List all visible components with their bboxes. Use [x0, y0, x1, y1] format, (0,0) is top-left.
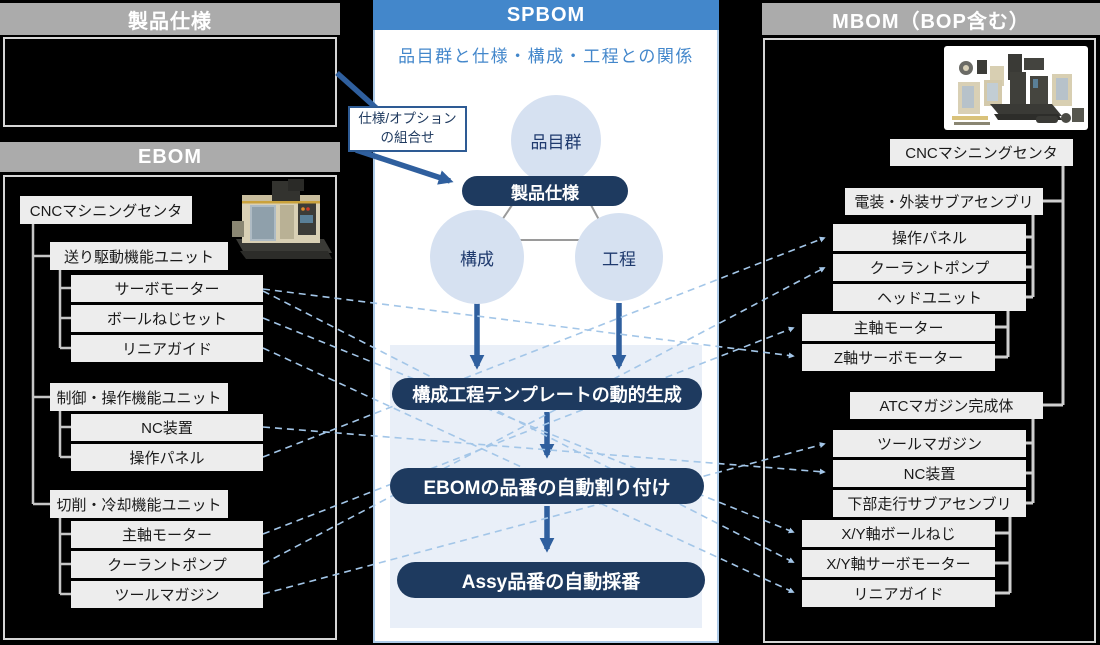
ebom-node-unit: 制御・操作機能ユニット	[50, 383, 228, 411]
process-node: 工程	[575, 213, 663, 301]
ebom-node-unit: 切削・冷却機能ユニット	[50, 490, 228, 518]
ebom-node-part: ツールマガジン	[71, 581, 263, 608]
mbom-node-part: ヘッドユニット	[833, 284, 1026, 311]
ebom-node-part: 操作パネル	[71, 444, 263, 471]
mbom-node-part: 主軸モーター	[802, 314, 995, 341]
step-dynamic-template-generation: 構成工程テンプレートの動的生成	[392, 378, 702, 410]
mbom-header: MBOM（BOP含む）	[762, 3, 1100, 35]
step-assy-part-numbering: Assy品番の自動採番	[397, 562, 705, 598]
callout-line-2: の組合せ	[380, 130, 435, 145]
ebom-header: EBOM	[0, 142, 340, 172]
ebom-node-root: CNCマシニングセンタ	[20, 196, 192, 224]
mbom-node-part: X/Y軸ボールねじ	[802, 520, 995, 547]
callout-line-1: 仕様/オプション	[358, 111, 457, 127]
ebom-node-unit: 送り駆動機能ユニット	[50, 242, 228, 270]
mbom-node-part: X/Y軸サーボモーター	[802, 550, 995, 577]
step-ebom-part-number-assignment: EBOMの品番の自動割り付け	[390, 468, 704, 504]
mbom-node-part: クーラントポンプ	[833, 254, 1026, 281]
mbom-node-assembly: 電装・外装サブアセンブリ	[845, 188, 1043, 215]
product-spec-content-panel	[3, 37, 337, 127]
mbom-node-part: リニアガイド	[802, 580, 995, 607]
mbom-node-assembly: ATCマガジン完成体	[850, 392, 1043, 419]
ebom-node-part: 主軸モーター	[71, 521, 263, 548]
ebom-node-part: クーラントポンプ	[71, 551, 263, 578]
mbom-node-part: Z軸サーボモーター	[802, 344, 995, 371]
mbom-node-root: CNCマシニングセンタ	[890, 139, 1073, 166]
product-spec-header: 製品仕様	[0, 3, 340, 35]
ebom-node-part: NC装置	[71, 414, 263, 441]
item-group-node: 品目群	[511, 95, 601, 185]
spec-option-combination-callout: 仕様/オプション の組合せ	[348, 106, 467, 152]
product-spec-node: 製品仕様	[462, 176, 628, 206]
ebom-node-part: ボールねじセット	[71, 305, 263, 332]
structure-node: 構成	[430, 210, 524, 304]
mbom-node-part: NC装置	[833, 460, 1026, 487]
ebom-node-part: サーボモーター	[71, 275, 263, 302]
ebom-node-part: リニアガイド	[71, 335, 263, 362]
mbom-node-assembly: 下部走行サブアセンブリ	[833, 490, 1026, 517]
mbom-node-part: ツールマガジン	[833, 430, 1026, 457]
mbom-node-part: 操作パネル	[833, 224, 1026, 251]
spbom-subtitle: 品目群と仕様・構成・工程との関係	[398, 47, 694, 66]
spbom-header: SPBOM	[373, 0, 719, 30]
